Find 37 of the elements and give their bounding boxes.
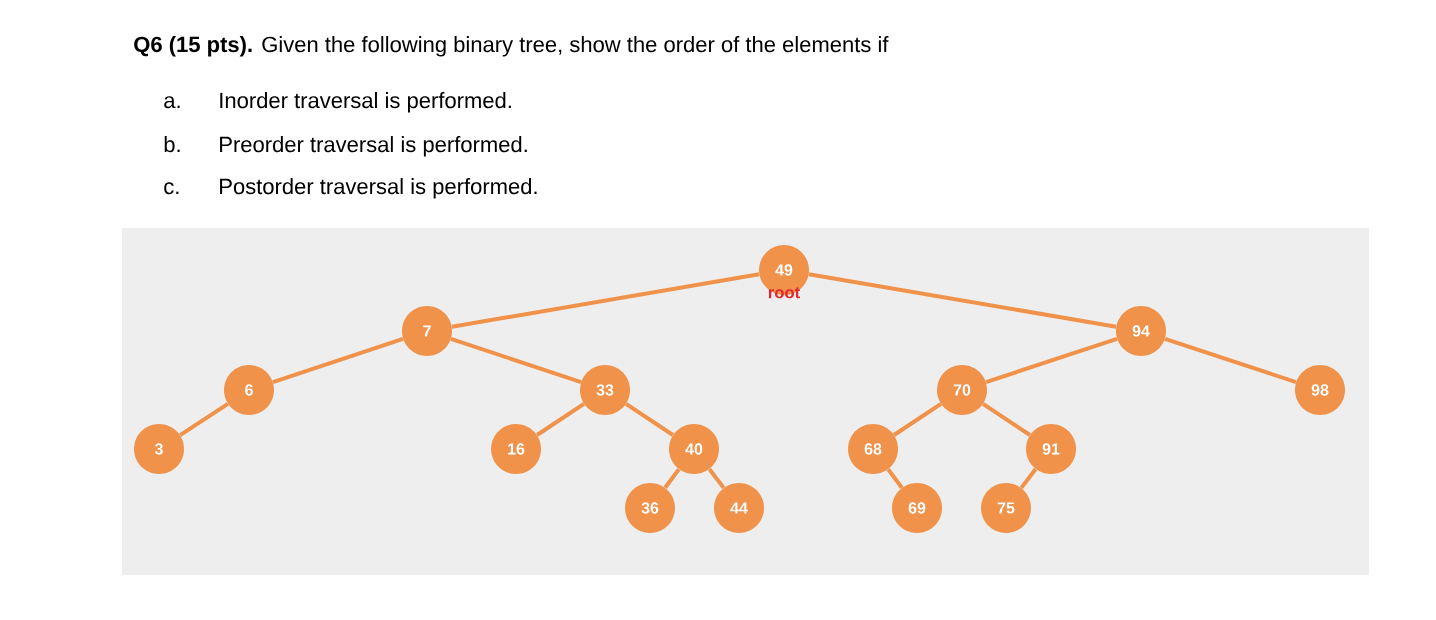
tree-node: 91: [1026, 424, 1076, 474]
list-marker: c.: [164, 182, 179, 195]
tree-node: 33: [580, 365, 630, 415]
tree-node: 40: [669, 424, 719, 474]
tree-node: 98: [1295, 365, 1345, 415]
tree-node: 75: [981, 483, 1031, 533]
list-item: Inorder traversal is performed.: [220, 92, 511, 113]
tree-edge: [1019, 467, 1038, 490]
tree-edge: [981, 402, 1032, 437]
tree-edge: [808, 272, 1117, 329]
tree-edge: [624, 402, 675, 437]
tree-edge: [1164, 337, 1297, 384]
tree-edge: [886, 468, 904, 489]
tree-edge: [663, 468, 681, 489]
tree-node: 16: [491, 424, 541, 474]
question-text: Q6 (15 pts). Given the following binary tree, show the order of the elements if: [134, 36, 889, 57]
list-marker: a.: [164, 96, 180, 109]
tree-node: 7: [402, 306, 452, 356]
tree-edge: [179, 402, 229, 437]
tree-node: 94: [1116, 306, 1166, 356]
tree-edge: [985, 337, 1118, 384]
tree-node: 70: [937, 365, 987, 415]
list-item: Postorder traversal is performed.: [220, 178, 537, 199]
tree-node: 68: [848, 424, 898, 474]
tree-edge: [707, 467, 726, 490]
list-item: Preorder traversal is performed.: [220, 136, 527, 157]
tree-edge: [535, 402, 586, 437]
tree-edge: [892, 402, 943, 437]
tree-edge: [450, 337, 582, 384]
list-marker: b.: [164, 136, 180, 153]
tree-node: 44: [714, 483, 764, 533]
tree-node: 69: [892, 483, 942, 533]
tree-node: 3: [134, 424, 184, 474]
tree-node: 6: [224, 365, 274, 415]
tree-node: 36: [625, 483, 675, 533]
tree-edge: [451, 272, 760, 329]
tree-edge: [272, 337, 404, 384]
